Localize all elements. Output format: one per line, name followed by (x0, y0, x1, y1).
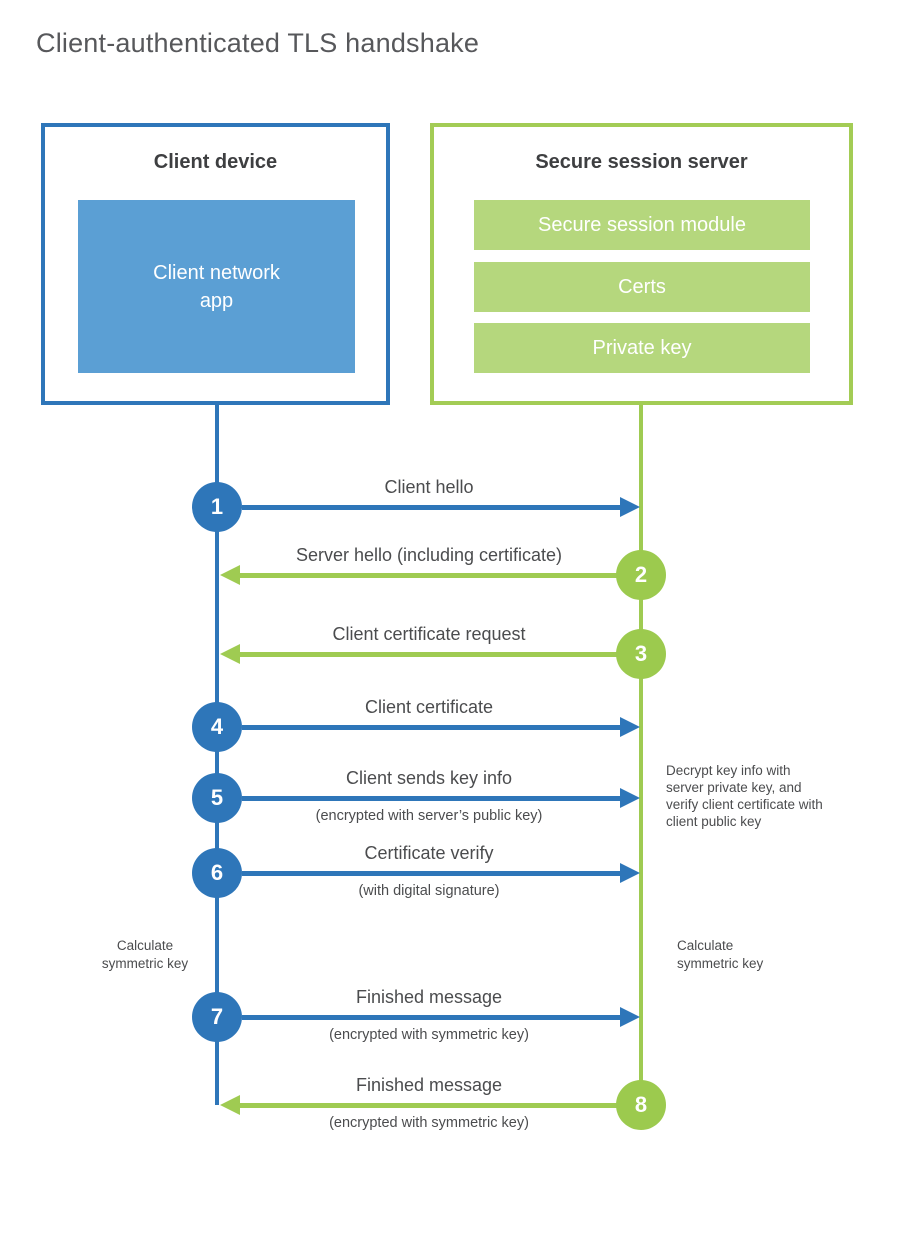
arrow-right-icon (620, 497, 640, 517)
secure-session-server-title: Secure session server (535, 151, 748, 173)
step-number-badge: 3 (616, 629, 666, 679)
step-number-badge: 7 (192, 992, 242, 1042)
client-lifeline (215, 405, 219, 1105)
arrow-right-icon (620, 1007, 640, 1027)
client-network-app-box: Client network app (78, 200, 355, 373)
step-number-badge: 6 (192, 848, 242, 898)
arrow-line (242, 796, 622, 801)
arrow-line (242, 871, 622, 876)
step-label: Client certificate (364, 697, 494, 717)
step-label: Finished message (355, 987, 503, 1007)
server-module-certs: Certs (474, 262, 810, 312)
server-module-secure-session-module: Secure session module (474, 200, 810, 250)
arrow-line (242, 1015, 622, 1020)
decrypt-note: Decrypt key info with server private key… (666, 763, 823, 829)
arrow-line (242, 505, 622, 510)
arrow-right-icon (620, 863, 640, 883)
step-number-badge: 2 (616, 550, 666, 600)
step-label: Certificate verify (364, 843, 494, 863)
arrow-left-icon (220, 644, 240, 664)
arrow-left-icon (220, 565, 240, 585)
server-module-private-key: Private key (474, 323, 810, 373)
step-sublabel: (encrypted with symmetric key) (329, 1115, 529, 1131)
step-sublabel: (encrypted with server’s public key) (315, 808, 543, 824)
arrow-line (242, 725, 622, 730)
step-label: Finished message (355, 1075, 503, 1095)
step-label: Client certificate request (332, 624, 526, 644)
arrow-right-icon (620, 788, 640, 808)
arrow-line (238, 1103, 618, 1108)
step-sublabel: (encrypted with symmetric key) (329, 1027, 529, 1043)
page-title: Client-authenticated TLS handshake (36, 28, 480, 58)
step-label: Client sends key info (345, 768, 513, 788)
server-lifeline (639, 405, 643, 1105)
step-label: Server hello (including certificate) (295, 545, 563, 565)
step-label: Client hello (384, 477, 474, 497)
calculate-symmetric-key-client: Calculate symmetric key (101, 938, 189, 971)
arrow-line (238, 573, 618, 578)
step-number-badge: 8 (616, 1080, 666, 1130)
arrow-line (238, 652, 618, 657)
step-sublabel: (with digital signature) (358, 883, 500, 899)
calculate-symmetric-key-server: Calculate symmetric key (677, 938, 764, 971)
step-number-badge: 4 (192, 702, 242, 752)
client-device-title: Client device (153, 151, 278, 173)
step-number-badge: 5 (192, 773, 242, 823)
arrow-left-icon (220, 1095, 240, 1115)
step-number-badge: 1 (192, 482, 242, 532)
arrow-right-icon (620, 717, 640, 737)
